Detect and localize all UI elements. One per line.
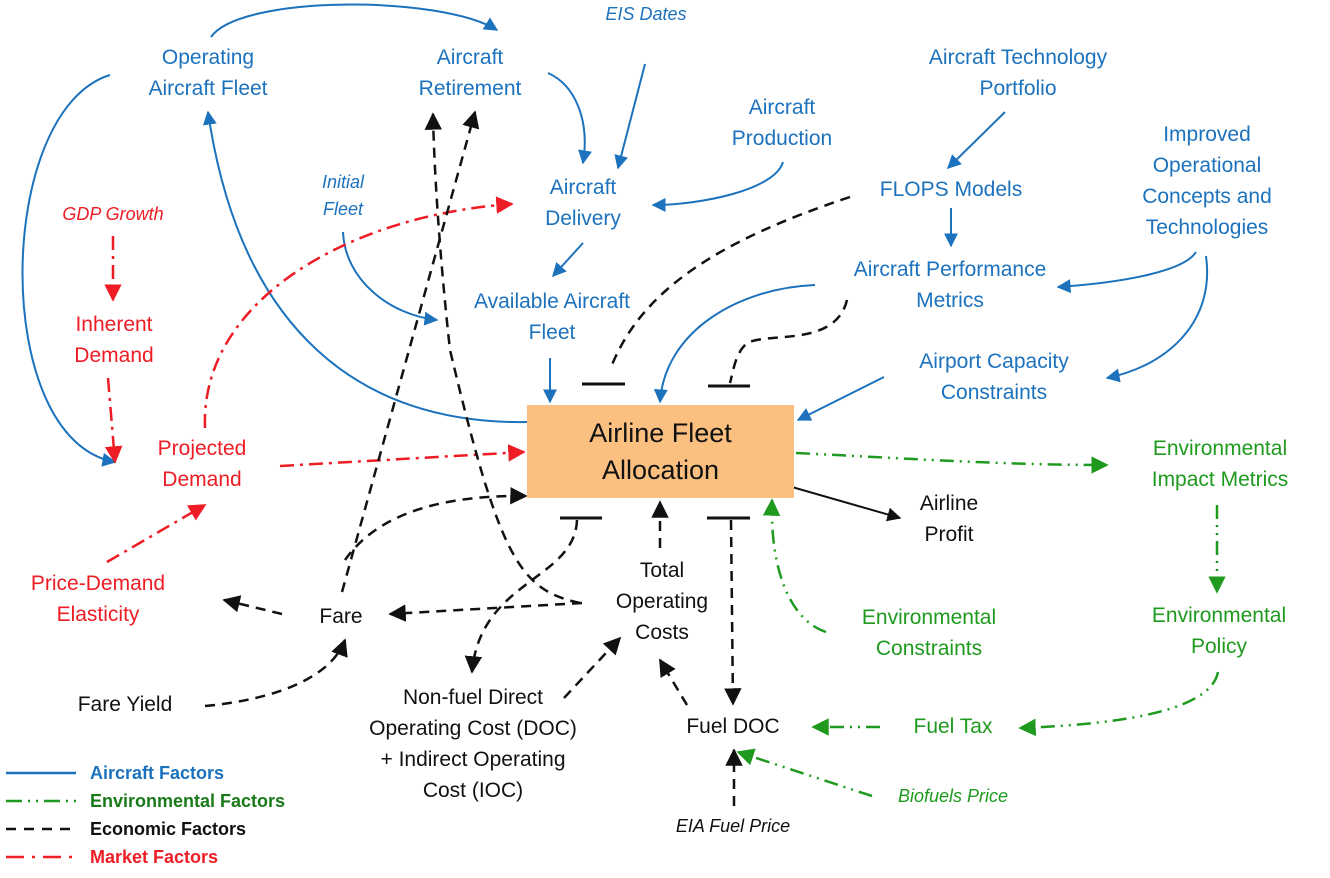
node-total-operating-costs: Total Operating Costs bbox=[615, 559, 709, 644]
edge-improved-to-perf bbox=[1056, 251, 1197, 294]
node-fuel-tax: Fuel Tax bbox=[913, 715, 993, 738]
node-environmental-constraints: Environmental Constraints bbox=[861, 606, 997, 660]
node-gdp-growth: GDP Growth bbox=[62, 204, 164, 224]
edge-perf-to-core-inhibit bbox=[728, 299, 849, 384]
node-aircraft-performance-metrics: Aircraft Performance Metrics bbox=[853, 258, 1047, 312]
node-aircraft-production: Aircraft Production bbox=[731, 96, 833, 150]
edge-fare-to-core bbox=[343, 487, 528, 561]
legend-label: Economic Factors bbox=[90, 818, 247, 839]
edge-fare-to-retirement bbox=[340, 110, 480, 593]
legend-label: Environmental Factors bbox=[90, 790, 286, 811]
edge-projected-to-core bbox=[279, 444, 526, 468]
edge-portfolio-to-flops bbox=[947, 111, 1006, 169]
edge-fareyield-to-fare bbox=[204, 638, 348, 708]
edge-costs-to-fare bbox=[388, 601, 583, 622]
legend: Aircraft Factors Environmental Factors E… bbox=[6, 759, 285, 871]
node-operating-aircraft-fleet: Operating Aircraft Fleet bbox=[148, 46, 268, 100]
edge-projected-to-delivery bbox=[203, 196, 514, 429]
edge-inherent-to-projected bbox=[104, 377, 123, 464]
edge-airport-to-core bbox=[796, 376, 885, 421]
edge-retirement-to-delivery bbox=[547, 72, 592, 165]
edge-elasticity-to-projected bbox=[106, 503, 207, 564]
legend-line-dash-dot-icon bbox=[6, 855, 76, 859]
legend-label: Aircraft Factors bbox=[90, 762, 225, 783]
edge-production-to-delivery bbox=[651, 161, 784, 212]
node-aircraft-technology-portfolio: Aircraft Technology Portfolio bbox=[928, 46, 1108, 100]
legend-line-solid-icon bbox=[6, 771, 76, 775]
edge-core-to-impact bbox=[795, 451, 1109, 474]
node-airline-profit: Airline Profit bbox=[919, 492, 979, 546]
edge-fare-to-elasticity bbox=[222, 595, 283, 616]
node-improved-operational-concepts: Improved Operational Concepts and Techno… bbox=[1142, 123, 1272, 239]
edge-eis-to-delivery bbox=[614, 63, 646, 170]
legend-item-economic: Economic Factors bbox=[6, 815, 285, 843]
node-price-demand-elasticity: Price-Demand Elasticity bbox=[30, 572, 166, 626]
node-eis-dates: EIS Dates bbox=[605, 4, 687, 24]
edge-improved-to-airport bbox=[1105, 255, 1209, 383]
node-fare: Fare bbox=[319, 605, 363, 628]
edge-operating-to-retirement bbox=[210, 3, 499, 38]
node-aircraft-retirement: Aircraft Retirement bbox=[418, 46, 522, 100]
edge-core-to-profit bbox=[791, 486, 902, 522]
legend-item-market: Market Factors bbox=[6, 843, 285, 871]
edge-biofuels-to-fueldoc bbox=[736, 748, 873, 798]
legend-line-dashed-icon bbox=[6, 827, 76, 831]
edge-policy-to-fueltax bbox=[1018, 671, 1220, 737]
edge-flops-to-core-inhibit bbox=[608, 195, 851, 371]
edge-core-to-operating bbox=[202, 110, 528, 424]
node-environmental-impact-metrics: Environmental Impact Metrics bbox=[1151, 437, 1289, 491]
node-fare-yield: Fare Yield bbox=[77, 693, 173, 716]
edge-core-to-nonfuel bbox=[464, 519, 579, 674]
legend-item-environmental: Environmental Factors bbox=[6, 787, 285, 815]
central-node-airline-fleet-allocation: Airline Fleet Allocation bbox=[527, 405, 794, 498]
edge-constraints-to-core bbox=[762, 498, 827, 634]
node-biofuels-price: Biofuels Price bbox=[897, 786, 1009, 806]
edge-initial-to-available bbox=[342, 231, 439, 326]
legend-line-dash-dot-dot-icon bbox=[6, 799, 76, 803]
node-eia-fuel-price: EIA Fuel Price bbox=[675, 816, 791, 836]
node-fuel-doc: Fuel DOC bbox=[686, 715, 780, 738]
node-aircraft-delivery: Aircraft Delivery bbox=[545, 176, 621, 230]
node-initial-fleet: Initial Fleet bbox=[321, 172, 365, 219]
node-nonfuel-doc-ioc: Non-fuel Direct Operating Cost (DOC) + I… bbox=[369, 686, 577, 802]
legend-item-aircraft: Aircraft Factors bbox=[6, 759, 285, 787]
node-environmental-policy: Environmental Policy bbox=[1151, 604, 1287, 658]
node-available-aircraft-fleet: Available Aircraft Fleet bbox=[473, 290, 631, 344]
edge-nonfuel-to-costs bbox=[563, 636, 622, 699]
node-projected-demand: Projected Demand bbox=[157, 437, 247, 491]
node-inherent-demand: Inherent Demand bbox=[74, 313, 154, 367]
node-flops-models: FLOPS Models bbox=[879, 178, 1023, 201]
edge-delivery-to-available bbox=[552, 242, 584, 278]
node-airport-capacity-constraints: Airport Capacity Constraints bbox=[919, 350, 1069, 404]
edge-core-to-fueldoc bbox=[724, 519, 742, 706]
edge-perf-to-core bbox=[653, 284, 816, 404]
edge-fueldoc-to-costs bbox=[658, 658, 689, 706]
legend-label: Market Factors bbox=[90, 846, 219, 867]
edge-operating-feedback bbox=[21, 74, 117, 467]
